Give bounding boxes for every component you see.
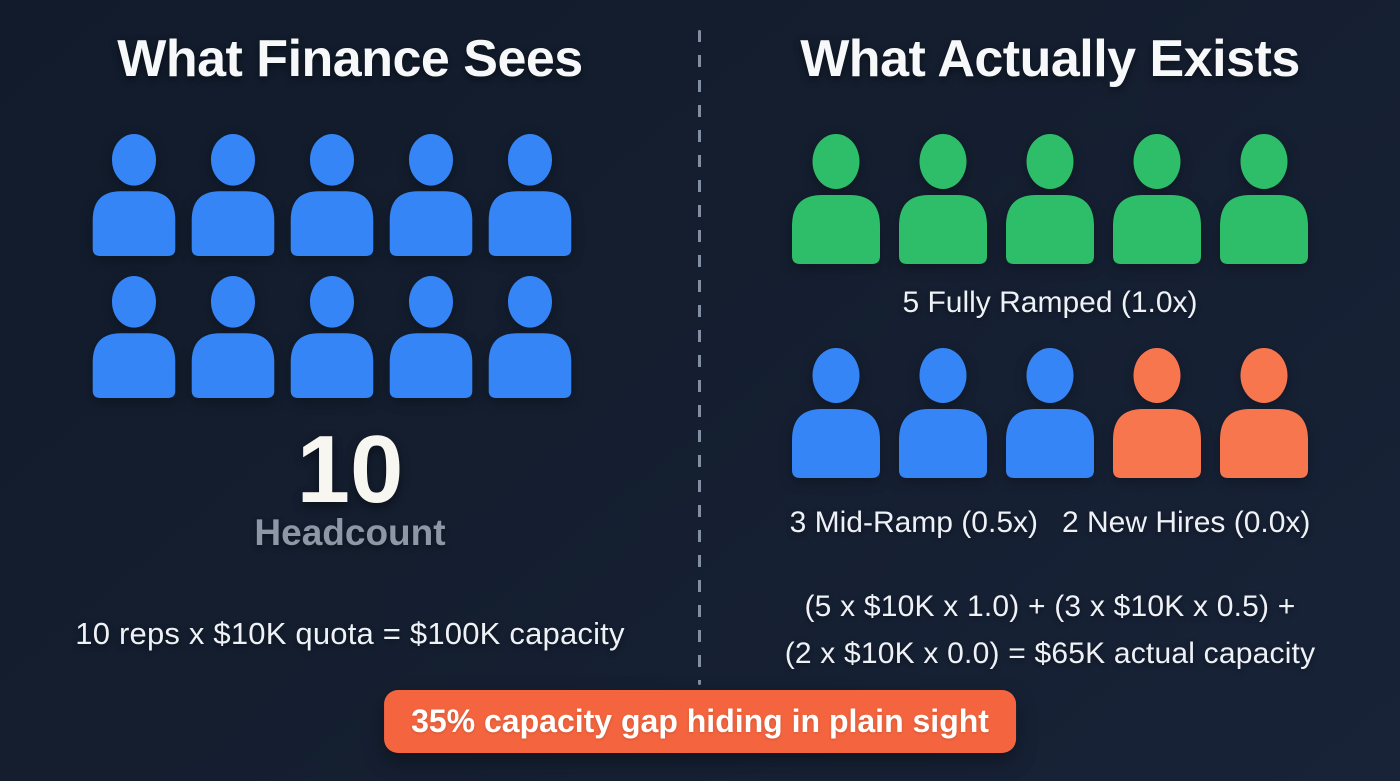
person-icon [792, 133, 880, 264]
person-icon [1220, 348, 1308, 479]
person-icon [899, 348, 987, 479]
person-icon [1113, 348, 1201, 479]
dashed-divider [698, 30, 701, 685]
actual-panel: What Actually Exists 5 Fully Ramped (1.0… [700, 0, 1400, 781]
fully-ramped-label: 5 Fully Ramped (1.0x) [902, 285, 1198, 319]
person-icon [1006, 348, 1094, 479]
icon-grid-row [90, 275, 574, 398]
person-icon [1113, 133, 1201, 264]
finance-capacity-formula: 10 reps x $10K quota = $100K capacity [75, 615, 625, 651]
person-icon [191, 275, 275, 398]
actual-capacity-formula: (5 x $10K x 1.0) + (3 x $10K x 0.5) + (2… [785, 583, 1316, 677]
mid-ramp-new-hires-icon-row [791, 348, 1309, 479]
capacity-gap-banner: 35% capacity gap hiding in plain sight [384, 690, 1016, 753]
mid-ramp-label: 3 Mid-Ramp (0.5x) [789, 506, 1038, 540]
person-icon [191, 133, 275, 256]
person-icon [389, 133, 473, 256]
fully-ramped-icon-row [791, 133, 1309, 264]
actual-formula-line1: (5 x $10K x 1.0) + (3 x $10K x 0.5) + [804, 589, 1296, 623]
headcount-icon-grid [90, 133, 574, 398]
actual-panel-title: What Actually Exists [800, 30, 1300, 88]
person-icon [389, 275, 473, 398]
person-icon [290, 133, 374, 256]
person-icon [290, 275, 374, 398]
mixed-row-labels: 3 Mid-Ramp (0.5x) 2 New Hires (0.0x) [790, 506, 1311, 541]
finance-panel-title: What Finance Sees [117, 30, 583, 88]
person-icon [488, 133, 572, 256]
person-icon [899, 133, 987, 264]
person-icon [92, 133, 176, 256]
person-icon [488, 275, 572, 398]
actual-formula-line2: (2 x $10K x 0.0) = $65K actual capacity [784, 636, 1316, 670]
finance-panel: What Finance Sees 10 Headcount 10 reps x… [75, 30, 625, 651]
person-icon [1220, 133, 1308, 264]
headcount-number: 10 [296, 415, 404, 523]
new-hires-label: 2 New Hires (0.0x) [1062, 506, 1311, 540]
icon-grid-row [90, 133, 574, 256]
headcount-label: Headcount [254, 511, 446, 553]
person-icon [1006, 133, 1094, 264]
person-icon [792, 348, 880, 479]
person-icon [92, 275, 176, 398]
